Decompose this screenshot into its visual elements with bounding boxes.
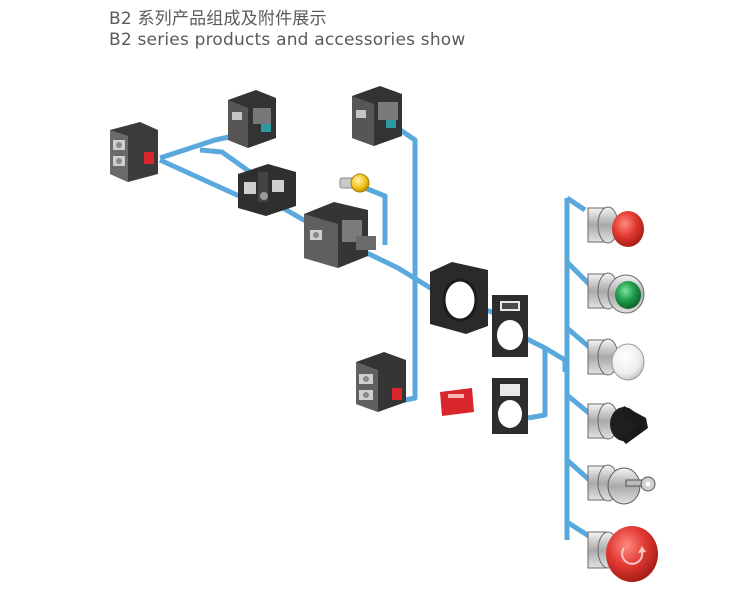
connector-lines bbox=[158, 122, 597, 541]
connector-left-mid bbox=[158, 157, 250, 203]
contact-block-bottom-icon bbox=[356, 352, 406, 412]
connector-to-rail bbox=[543, 345, 568, 372]
mushroom-button-icon bbox=[587, 526, 658, 582]
contact-block-top-right-icon bbox=[352, 86, 402, 146]
contact-block-left-icon bbox=[110, 122, 158, 182]
key-switch-icon bbox=[587, 464, 656, 505]
green-pushbutton-icon bbox=[587, 272, 645, 314]
branch-1 bbox=[565, 195, 587, 213]
mounting-base-icon bbox=[304, 202, 376, 268]
connector-legend-rail bbox=[523, 335, 548, 421]
bulb-icon bbox=[339, 173, 370, 193]
legend-holder-small-icon bbox=[492, 378, 528, 434]
contact-block-top-icon bbox=[228, 90, 276, 148]
legend-holder-icon bbox=[492, 295, 528, 357]
red-pushbutton-icon bbox=[587, 206, 644, 247]
selector-switch-icon bbox=[587, 402, 648, 444]
connector-top-down bbox=[199, 147, 252, 175]
title-chinese: B2 系列产品组成及附件展示 bbox=[109, 9, 327, 29]
connector-bulb-main bbox=[364, 185, 388, 245]
title-english: B2 series products and accessories show bbox=[109, 30, 466, 50]
fixing-collar-icon bbox=[430, 262, 488, 334]
white-pushbutton-icon bbox=[587, 338, 645, 381]
lamp-holder-icon bbox=[238, 164, 296, 216]
legend-plate-icon bbox=[440, 388, 474, 416]
